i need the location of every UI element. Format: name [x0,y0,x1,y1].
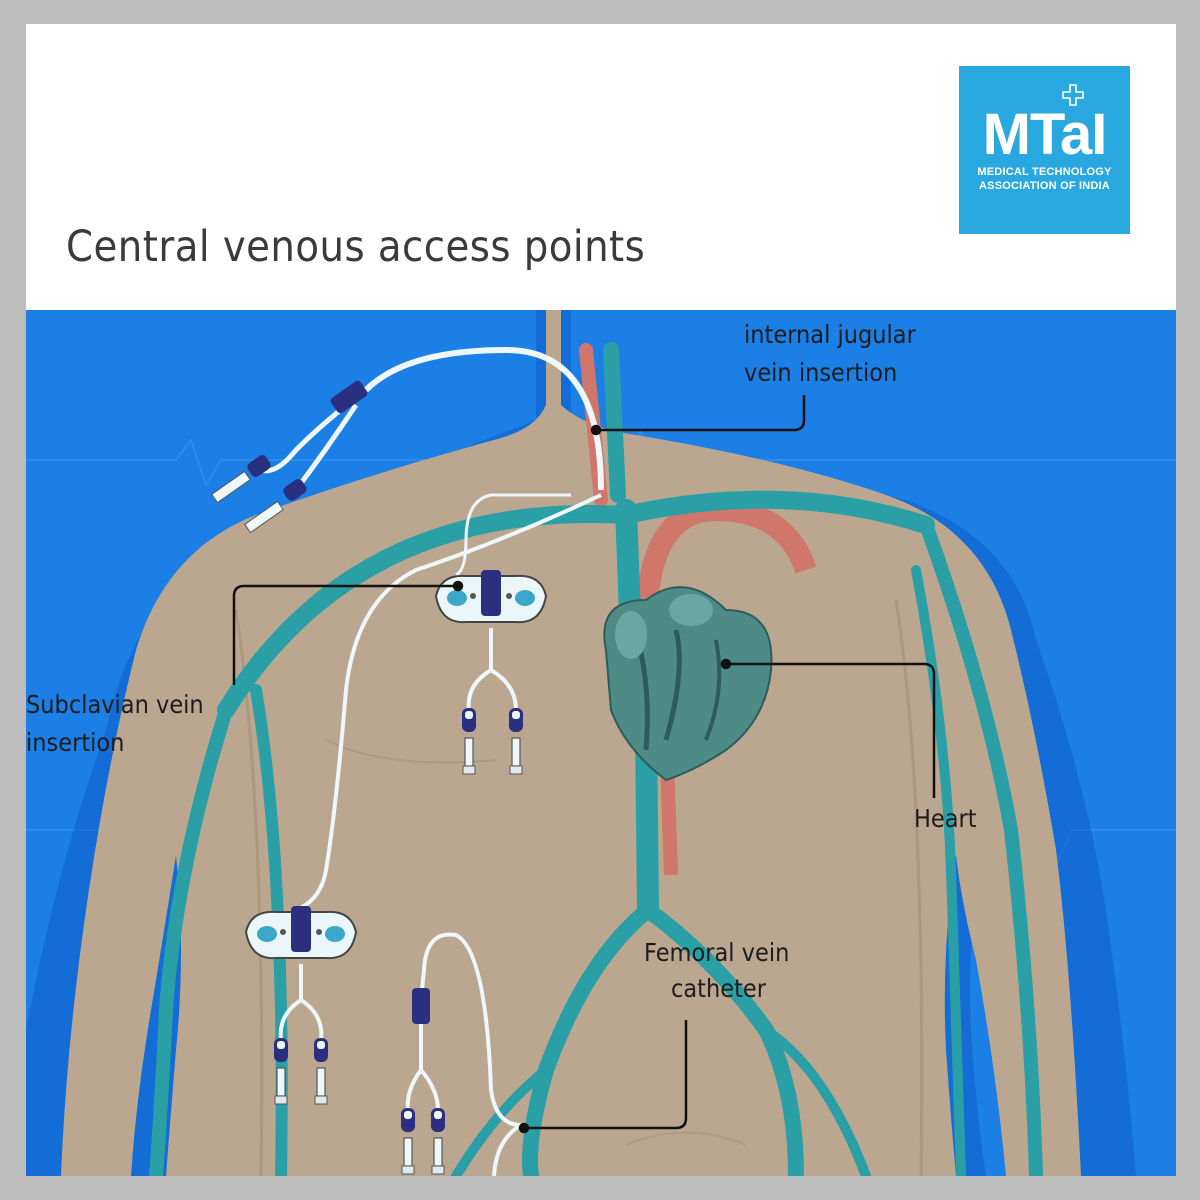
medical-cross-icon [1062,84,1084,106]
mtai-logo: MTaI MEDICAL TECHNOLOGY ASSOCIATION OF I… [959,66,1130,234]
navel-contour [625,1131,747,1146]
label-femoral-line1: Femoral vein [644,938,790,967]
logo-subtitle-line1: MEDICAL TECHNOLOGY [977,166,1112,178]
header: Central venous access points MTaI MEDICA… [26,24,1176,310]
anatomy-svg [26,310,1176,1184]
femoral-catheter [400,932,523,1177]
anatomy-illustration: internal jugular vein insertion Subclavi… [26,310,1176,1184]
label-femoral-line2: catheter [671,974,767,1003]
jugular-leader [596,395,806,432]
logo-wordmark: MTaI [982,102,1108,167]
heart-leader [726,662,936,798]
page-title: Central venous access points [66,222,646,272]
torso-silhouette [61,310,1081,1176]
jugular-catheter [211,346,604,534]
label-internal-jugular-line1: internal jugular [744,320,916,349]
right-arm-contour [894,599,924,1177]
label-subclavian-line2: insertion [26,728,125,757]
subclavian-catheter [435,493,572,775]
label-subclavian-line1: Subclavian vein [26,690,204,719]
heart-icon [603,586,773,782]
arm-catheter [245,493,602,1105]
subclavian-leader [232,584,458,685]
label-internal-jugular-line2: vein insertion [744,358,898,387]
femoral-leader [524,1020,688,1130]
label-heart: Heart [914,804,977,833]
logo-subtitle-line2: ASSOCIATION OF INDIA [979,180,1110,192]
leader-lines [232,395,936,1134]
